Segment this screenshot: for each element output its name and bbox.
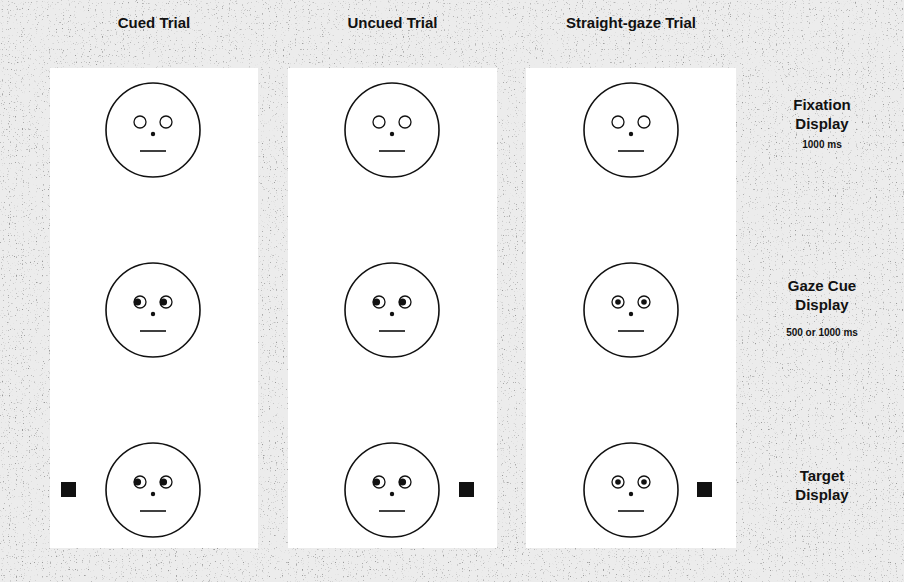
display-label: Target Display <box>774 467 870 505</box>
display-label: 1000 ms <box>767 139 877 152</box>
display-label: Fixation Display <box>774 96 870 134</box>
column-heading: Straight-gaze Trial <box>526 8 736 32</box>
trial-panel <box>526 68 736 548</box>
display-label: 500 or 1000 ms <box>767 327 877 340</box>
fixation-face <box>345 83 439 177</box>
gaze-cue-face <box>106 263 200 357</box>
fixation-face <box>106 83 200 177</box>
trial-panel <box>50 68 258 548</box>
target-face <box>106 443 200 537</box>
display-label: Gaze Cue Display <box>774 277 870 315</box>
target-face <box>584 443 678 537</box>
target-face <box>345 443 439 537</box>
trial-panel <box>288 68 497 548</box>
target-square <box>61 482 76 497</box>
fixation-face <box>584 83 678 177</box>
target-square <box>697 482 712 497</box>
column-heading: Cued Trial <box>50 8 258 32</box>
trial-column: Uncued Trial <box>288 8 497 548</box>
trial-column: Cued Trial <box>50 8 258 548</box>
target-square <box>459 482 474 497</box>
straight-gaze-face <box>584 263 678 357</box>
gaze-cue-face <box>345 263 439 357</box>
trial-column: Straight-gaze Trial <box>526 8 736 548</box>
column-heading: Uncued Trial <box>288 8 497 32</box>
